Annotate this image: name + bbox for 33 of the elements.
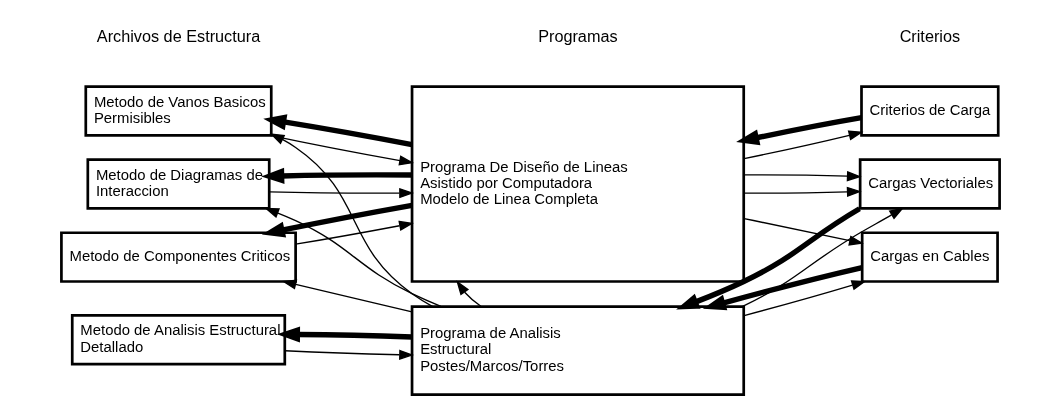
label: Programas bbox=[537, 27, 618, 46]
arrow bbox=[675, 206, 861, 310]
arrow bbox=[735, 114, 862, 146]
arrow bbox=[702, 264, 863, 311]
arrow bbox=[276, 326, 412, 343]
arrow bbox=[742, 170, 862, 182]
label: Criterios bbox=[899, 27, 960, 46]
node-box: Metodo de Vanos Basicos Permisibles bbox=[83, 85, 273, 137]
arrow bbox=[741, 207, 904, 308]
arrow bbox=[260, 167, 412, 184]
arrow bbox=[262, 114, 412, 148]
arrow bbox=[742, 186, 862, 198]
arrow bbox=[269, 133, 433, 308]
node-box: Cargas en Cables bbox=[860, 231, 999, 283]
arrow bbox=[742, 280, 866, 317]
arrow bbox=[742, 130, 863, 160]
node-box: Metodo de Diagramas de Interaccion bbox=[85, 158, 271, 210]
arrow bbox=[261, 202, 412, 238]
node-box: Cargas Vectoriales bbox=[858, 158, 1001, 210]
arrow bbox=[268, 187, 414, 199]
node-box: Criterios de Carga bbox=[859, 85, 1000, 137]
arrow bbox=[263, 207, 442, 308]
arrow bbox=[742, 217, 864, 246]
node-box: Programa de Analisis Estructural Postes/Marcos/Torres bbox=[410, 305, 745, 396]
arrow bbox=[268, 134, 414, 166]
node-box: Metodo de Analisis Estructural Detallado bbox=[70, 314, 286, 366]
arrow bbox=[294, 220, 414, 245]
label: Archivos de Estructura bbox=[96, 27, 260, 46]
node-box: Programa De Diseño de Lineas Asistido por Computadora Modelo de Linea Completa bbox=[410, 85, 745, 283]
arrow bbox=[455, 280, 481, 307]
node-box: Metodo de Componentes Criticos bbox=[59, 231, 297, 283]
arrow bbox=[281, 279, 413, 313]
arrow bbox=[283, 349, 414, 360]
